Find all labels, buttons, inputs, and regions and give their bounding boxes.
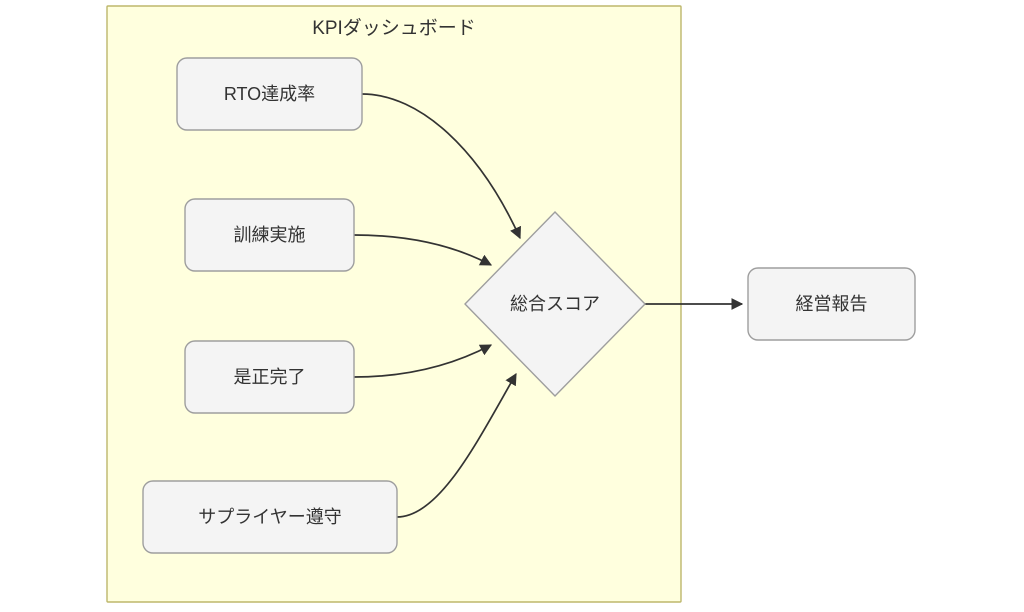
node-report[interactable]: 経営報告: [747, 267, 916, 341]
node-rto[interactable]: RTO達成率: [176, 57, 363, 131]
node-supplier-label: サプライヤー遵守: [198, 507, 341, 527]
edge-capa-to-score: [353, 344, 493, 378]
cluster-title: KPIダッシュボード: [312, 17, 476, 39]
node-capa-shape[interactable]: [184, 340, 355, 414]
node-capa[interactable]: 是正完了: [184, 340, 355, 414]
edge-training-to-score: [353, 234, 493, 266]
node-rto-shape[interactable]: [176, 57, 363, 131]
node-supplier-shape[interactable]: [142, 480, 398, 554]
node-supplier[interactable]: サプライヤー遵守: [142, 480, 398, 554]
node-rto-label: RTO達成率: [224, 84, 315, 104]
node-training-shape[interactable]: [184, 198, 355, 272]
node-report-label: 経営報告: [796, 294, 868, 314]
node-capa-label: 是正完了: [234, 367, 306, 387]
edge-rto-to-score: [361, 93, 521, 240]
node-score-shape[interactable]: [464, 210, 646, 398]
edge-supplier-to-score: [396, 372, 517, 518]
edge-group: [353, 93, 744, 518]
node-report-shape[interactable]: [747, 267, 916, 341]
node-score-label: 総合スコア: [510, 294, 600, 314]
node-training-label: 訓練実施: [234, 225, 306, 245]
node-training[interactable]: 訓練実施: [184, 198, 355, 272]
node-score[interactable]: 総合スコア: [464, 210, 646, 398]
